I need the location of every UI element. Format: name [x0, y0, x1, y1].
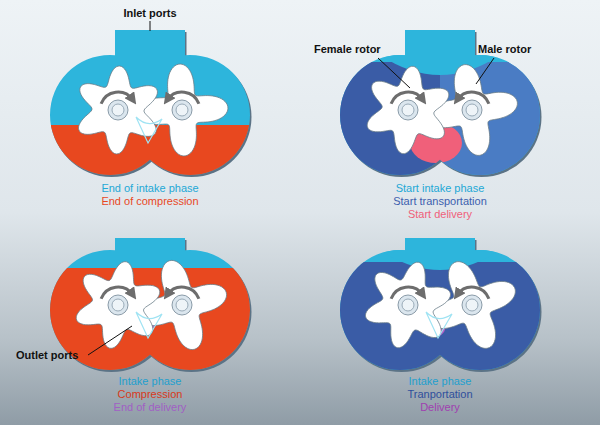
phase-caption: End of delivery — [114, 401, 187, 414]
phase-caption: Intake phase — [119, 375, 182, 388]
phase-caption: Start delivery — [408, 208, 472, 221]
compressor-panel — [40, 238, 260, 425]
phase-caption: End of intake phase — [101, 182, 198, 195]
leader-line — [378, 58, 410, 88]
phase-caption: Start transportation — [393, 195, 487, 208]
phase-caption: Tranportation — [407, 388, 472, 401]
compressor-panel — [330, 30, 550, 262]
part-name: Female rotor — [314, 43, 381, 56]
phase-caption: Start intake phase — [396, 182, 485, 195]
phase-caption: End of compression — [101, 195, 198, 208]
part-name: Male rotor — [478, 43, 531, 56]
phase-caption: Intake phase — [409, 375, 472, 388]
leader-line — [476, 58, 494, 84]
compressor-panel — [330, 238, 550, 425]
part-name: Inlet ports — [123, 7, 176, 20]
part-name: Outlet ports — [16, 349, 78, 362]
leader-line — [150, 21, 151, 31]
leader-line — [88, 326, 132, 355]
phase-caption: Compression — [118, 388, 183, 401]
phase-caption: Delivery — [420, 401, 460, 414]
